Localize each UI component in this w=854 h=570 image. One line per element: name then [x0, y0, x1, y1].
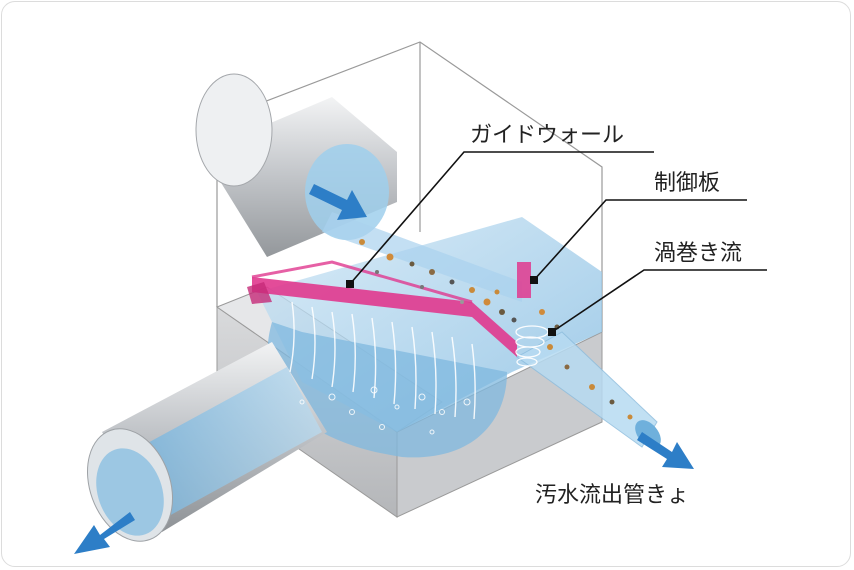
small-outflow-arrow-icon [637, 432, 694, 469]
control-plate-label: 制御板 [654, 171, 720, 196]
large-outflow-arrow-icon [74, 512, 135, 554]
vortex-flow-label: 渦巻き流 [654, 241, 742, 266]
outlet-pipe-label: 汚水流出管きょ [535, 483, 689, 508]
leader-dots [346, 276, 556, 336]
control-plate [517, 262, 531, 298]
bubbles [299, 386, 471, 435]
leader-lines [349, 151, 767, 333]
guide-wall [247, 260, 517, 357]
debris-particles [359, 239, 633, 420]
guide-wall-label: ガイドウォール [470, 123, 624, 148]
inflow-arrow-icon [309, 184, 367, 220]
water-body [257, 217, 602, 458]
waterfall-streaks [289, 301, 476, 420]
large-outlet-pipe [86, 342, 327, 542]
